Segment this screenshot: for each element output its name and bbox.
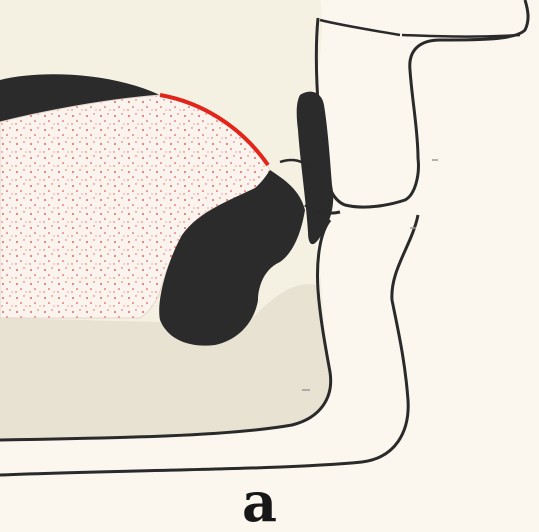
nose-base-line	[402, 35, 520, 37]
panel-label: a	[0, 472, 529, 532]
